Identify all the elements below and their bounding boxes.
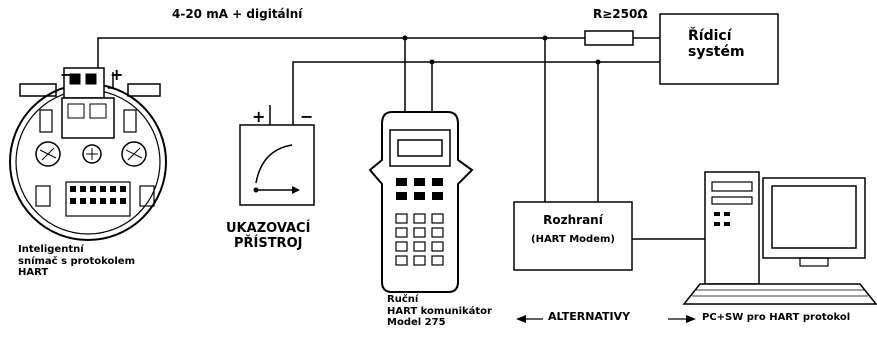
interface-label-line: Rozhraní <box>543 213 603 227</box>
pc-screen <box>771 185 857 249</box>
signal-wires <box>97 37 705 240</box>
interface-label: Rozhraní (HART Modem) <box>514 213 632 245</box>
transmitter-label-line: snímač s protokolem <box>18 255 136 267</box>
transmitter-label-line: HART <box>18 267 49 278</box>
communicator-label-line: HART komunikátor <box>387 305 492 317</box>
pc-keyboard <box>682 283 877 305</box>
communicator-label-line: Ruční <box>387 294 419 305</box>
transmitter-label-line: Inteligentní <box>18 244 84 255</box>
control-system-box <box>659 13 779 85</box>
modem-box <box>513 201 633 271</box>
indicator-scale-arc <box>255 144 293 184</box>
control-system-label: Řídicí systém <box>688 28 745 60</box>
pc-tower <box>704 171 760 285</box>
indicator-label: UKAZOVACÍ PŘÍSTROJ <box>226 221 311 252</box>
junction-dot <box>542 35 548 41</box>
communicator-label-line: Model 275 <box>387 317 446 328</box>
junction-dot <box>429 59 435 65</box>
pc-computer <box>682 171 877 305</box>
loop-wire-bottom <box>292 61 660 125</box>
transmitter-housing <box>19 83 57 97</box>
communicator-label: Ruční HART komunikátor Model 275 <box>387 294 492 329</box>
pc-label: PC+SW pro HART protokol <box>702 312 851 323</box>
alternatives-arrow <box>516 312 696 326</box>
alternatives-label: ALTERNATIVY <box>548 310 631 323</box>
junction-dot <box>595 59 601 65</box>
indicator-box <box>239 124 315 206</box>
interface-label-line: (HART Modem) <box>531 233 615 245</box>
resistor-label: R≥250Ω <box>593 7 648 21</box>
junction-dots <box>402 35 601 65</box>
transmitter-minus-sign: − <box>60 65 74 84</box>
control-system-line: systém <box>688 44 745 61</box>
indicator-label-line: UKAZOVACÍ <box>226 221 311 236</box>
indicator-label-line: PŘÍSTROJ <box>233 235 303 251</box>
indicator-instrument <box>239 124 315 206</box>
communicator-keypad <box>395 213 444 266</box>
signal-label: 4-20 mA + digitální <box>172 7 303 21</box>
transmitter-label: Inteligentní snímač s protokolem HART <box>18 244 135 279</box>
hart-communicator <box>368 111 474 293</box>
resistor-symbol <box>584 30 634 46</box>
transmitter-device <box>9 67 167 241</box>
control-system-line: Řídicí <box>688 28 732 44</box>
transmitter-plus-sign: + <box>110 65 124 84</box>
indicator-plus-sign: + <box>252 107 266 126</box>
communicator-screen <box>397 139 443 157</box>
junction-dot <box>402 35 408 41</box>
indicator-minus-sign: − <box>300 107 314 126</box>
loop-wire-top <box>97 37 585 70</box>
pc-monitor <box>762 177 866 259</box>
